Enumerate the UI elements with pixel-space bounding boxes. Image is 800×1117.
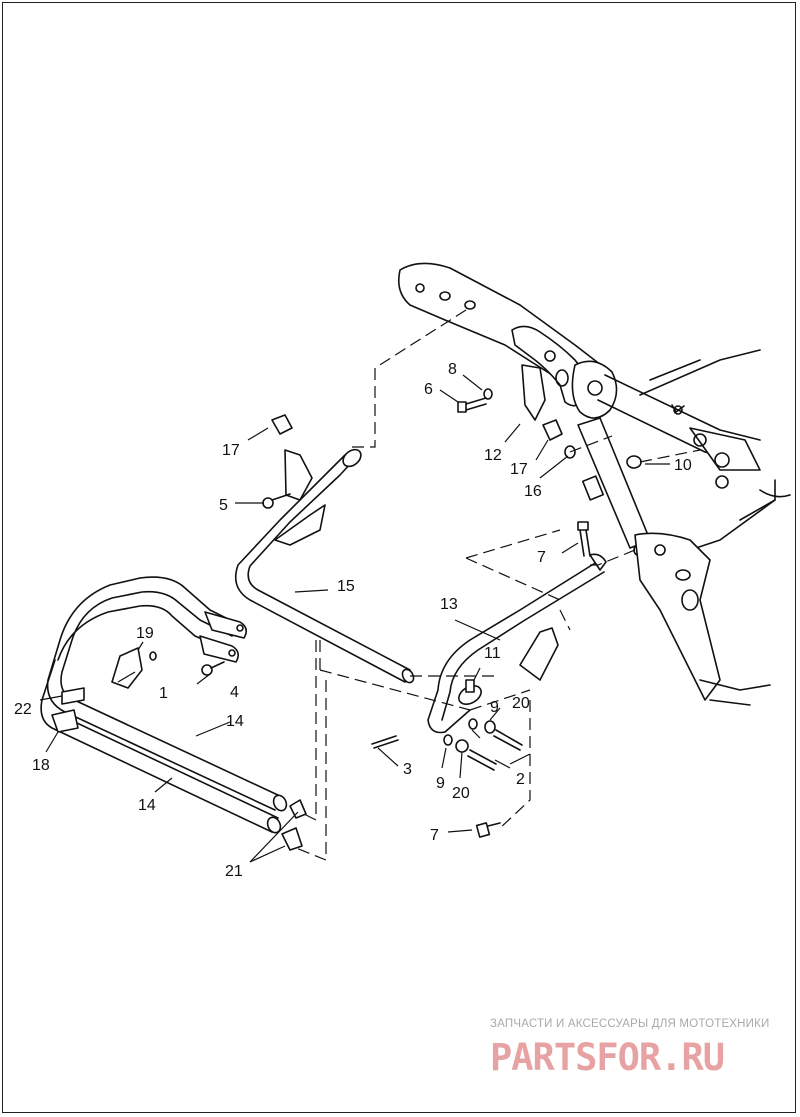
label-part-7-upper: 7 (537, 549, 546, 566)
part-2-bolt-upper (493, 729, 523, 751)
label-part-20-upper: 20 (512, 695, 530, 712)
label-part-7-lower: 7 (430, 827, 439, 844)
label-part-17-left: 17 (222, 442, 240, 459)
watermark-logo: PARTSFOR.RU (490, 1036, 725, 1079)
label-part-3: 3 (403, 761, 412, 778)
label-part-5: 5 (219, 497, 228, 514)
part-6-bolt (457, 397, 487, 413)
label-part-22: 22 (14, 701, 32, 718)
label-part-4: 4 (230, 684, 239, 701)
assembly-dashed-lines (295, 309, 701, 861)
part-13-lower-rail (427, 553, 607, 734)
part-2-bolt-lower (467, 749, 497, 771)
part-19-clamp (111, 647, 143, 689)
part-labels: 1 2 3 4 5 6 7 7 8 9 9 10 11 12 13 14 14 … (14, 361, 692, 880)
leader-lines (39, 374, 670, 863)
part-10-nut (626, 455, 642, 469)
part-21-caps (281, 799, 307, 851)
label-part-14-lower: 14 (138, 797, 156, 814)
part-20-spacer-lower (455, 739, 469, 753)
label-part-2: 2 (516, 771, 525, 788)
part-5-screw (262, 493, 291, 509)
watermark-subtitle: ЗАПЧАСТИ И АКСЕССУАРЫ ДЛЯ МОТОТЕХНИКИ (490, 1018, 770, 1030)
label-part-10: 10 (674, 457, 692, 474)
label-part-16: 16 (524, 483, 542, 500)
part-12-bracket (521, 364, 546, 421)
part-4-screw (201, 661, 225, 676)
part-15-upper-rail (234, 448, 415, 684)
part-1-screw (149, 651, 157, 661)
motorcycle-frame (397, 262, 791, 706)
label-part-19: 19 (136, 625, 154, 642)
part-9-washer-upper (468, 718, 478, 730)
label-part-12: 12 (484, 447, 502, 464)
label-part-21: 21 (225, 863, 243, 880)
label-part-1: 1 (159, 685, 168, 702)
watermark-logo-text: PARTSFOR.RU (490, 1036, 724, 1079)
label-part-9-lower: 9 (436, 775, 445, 792)
part-14-backrest-frames (40, 576, 288, 834)
label-part-13: 13 (440, 596, 458, 613)
label-part-6: 6 (424, 381, 433, 398)
label-part-14-upper: 14 (226, 713, 244, 730)
part-22-bracket (61, 687, 85, 705)
part-3-screw (371, 735, 399, 749)
part-20-spacer-upper (484, 720, 496, 734)
label-part-17-right: 17 (510, 461, 528, 478)
label-part-20-lower: 20 (452, 785, 470, 802)
part-18-bracket (51, 709, 79, 733)
label-part-9-upper: 9 (490, 699, 499, 716)
part-17-clip-nut-left (271, 414, 293, 435)
part-17-clip-nut-right (542, 419, 563, 441)
part-9-washer-lower (443, 734, 453, 746)
label-part-8: 8 (448, 361, 457, 378)
part-7-bolt-upper (577, 521, 591, 557)
part-11-screw (465, 679, 475, 693)
label-part-11: 11 (484, 645, 501, 662)
part-8-washer (483, 388, 493, 400)
label-part-18: 18 (32, 757, 50, 774)
part-7-bolt-lower (475, 822, 501, 838)
label-part-15: 15 (337, 578, 355, 595)
